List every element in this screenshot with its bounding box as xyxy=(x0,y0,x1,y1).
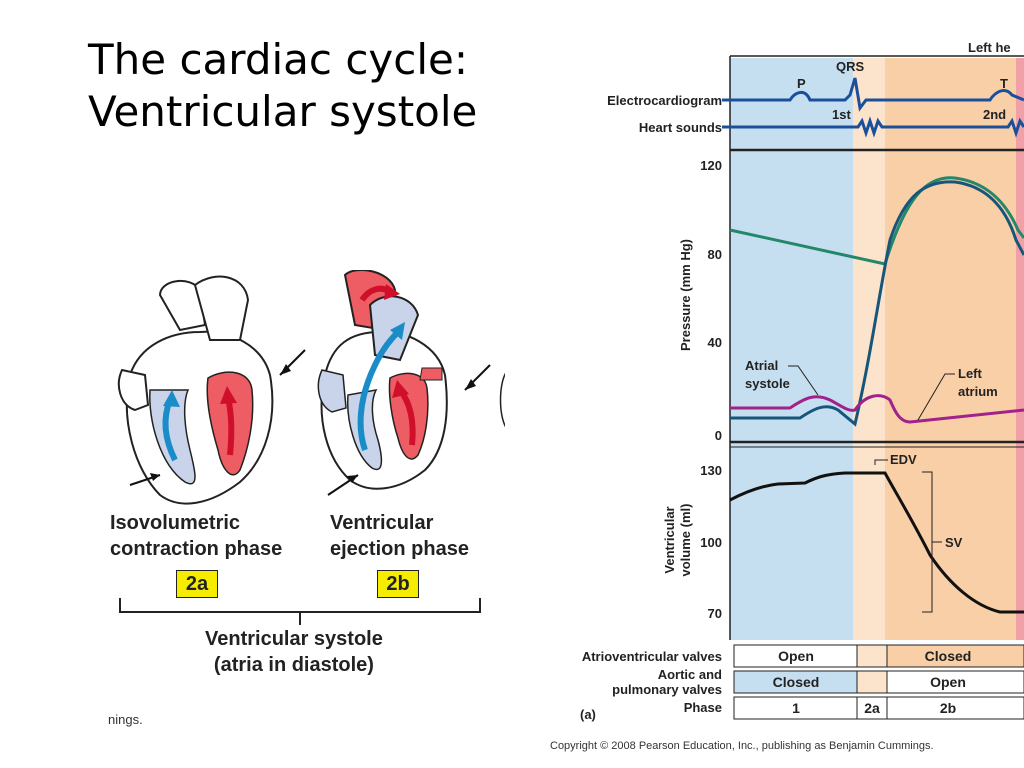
phase-2a-badge: 2a xyxy=(176,570,218,598)
truncated-credit: nings. xyxy=(108,712,143,727)
ventricular-volume-curve xyxy=(729,471,1024,614)
left-heart-header: Left he xyxy=(968,40,1011,55)
av-valves-phase2-state: Closed xyxy=(925,648,972,664)
volume-tick-130: 130 xyxy=(700,463,722,478)
slide-title-line-2: Ventricular systole xyxy=(88,87,478,136)
pressure-tick-80: 80 xyxy=(708,247,722,262)
av-valves-label: Atrioventricular valves xyxy=(582,649,722,664)
heart-isovolumetric-illustration xyxy=(117,275,306,505)
isovolumetric-phase-line-1: Isovolumetric xyxy=(110,512,241,534)
ecg-trace xyxy=(732,77,1024,112)
second-heart-sound-label: 2nd xyxy=(983,107,1006,122)
volume-tick-100: 100 xyxy=(700,535,722,550)
heart-sounds-label: Heart sounds xyxy=(639,120,722,135)
atrial-pressure-curve xyxy=(730,394,1024,424)
ecg-p-wave-label: P xyxy=(797,76,806,91)
ecg-qrs-label: QRS xyxy=(836,59,865,74)
aortic-valves-phase1-state: Closed xyxy=(773,674,820,690)
left-atrium-label-line-1: Left xyxy=(958,366,983,381)
systole-caption-line-2: (atria in diastole) xyxy=(213,654,374,676)
isovolumetric-phase-line-2: contraction phase xyxy=(110,538,283,560)
edv-label: EDV xyxy=(890,452,917,467)
aortic-valves-phase2b-state: Open xyxy=(930,674,966,690)
pressure-tick-0: 0 xyxy=(715,428,722,443)
volume-axis: 130 100 70 xyxy=(700,463,722,621)
av-valves-phase1-state: Open xyxy=(778,648,814,664)
first-heart-sound-label: 1st xyxy=(832,107,851,122)
ejection-phase-line-1: Ventricular xyxy=(330,512,434,534)
aortic-pressure-curve xyxy=(729,176,1024,266)
systole-bracket xyxy=(119,598,481,625)
heart-ejection-illustration xyxy=(317,270,505,496)
copyright-notice: Copyright © 2008 Pearson Education, Inc.… xyxy=(550,740,934,752)
ecg-t-wave-label: T xyxy=(1000,76,1008,91)
ejection-phase-line-2: ejection phase xyxy=(330,538,469,560)
aortic-valves-label-line-1: Aortic and xyxy=(658,667,722,682)
atrial-systole-label-line-2: systole xyxy=(745,376,790,391)
atrial-systole-label-line-1: Atrial xyxy=(745,358,778,373)
heart-sounds-trace xyxy=(732,116,1024,138)
phase-2b-band xyxy=(885,58,1024,640)
systole-caption: Ventricular systole (atria in diastole) xyxy=(205,626,383,678)
volume-axis-label-line-2: volume (ml) xyxy=(678,504,693,577)
phase-2b-cell: 2b xyxy=(940,700,956,716)
ecg-label: Electrocardiogram xyxy=(607,93,722,108)
volume-axis-label-line-1: Ventricular xyxy=(662,506,677,573)
phase-row-label: Phase xyxy=(684,700,722,715)
pressure-tick-40: 40 xyxy=(708,335,722,350)
slide-title-line-1: The cardiac cycle: xyxy=(88,35,469,84)
pressure-axis: 120 80 40 0 xyxy=(700,158,722,443)
isovolumetric-phase-label: Isovolumetric contraction phase xyxy=(110,510,282,562)
pressure-tick-120: 120 xyxy=(700,158,722,173)
pressure-axis-label: Pressure (mm Hg) xyxy=(678,239,693,351)
phase-1-band xyxy=(730,58,853,640)
ventricular-pressure-curve xyxy=(730,180,1024,427)
left-atrium-label-line-2: atrium xyxy=(958,384,998,399)
phase-1-cell: 1 xyxy=(792,700,800,716)
phase-2b-badge: 2b xyxy=(377,570,419,598)
systole-caption-line-1: Ventricular systole xyxy=(205,628,383,650)
aortic-valves-label-line-2: pulmonary valves xyxy=(612,682,722,697)
sv-label: SV xyxy=(945,535,963,550)
volume-tick-70: 70 xyxy=(708,606,722,621)
slide-title: The cardiac cycle: Ventricular systole xyxy=(88,34,477,138)
phase-2a-cell: 2a xyxy=(864,700,880,716)
ejection-phase-label: Ventricular ejection phase xyxy=(330,510,469,562)
panel-tag: (a) xyxy=(580,707,596,722)
heart-illustration xyxy=(117,270,505,625)
